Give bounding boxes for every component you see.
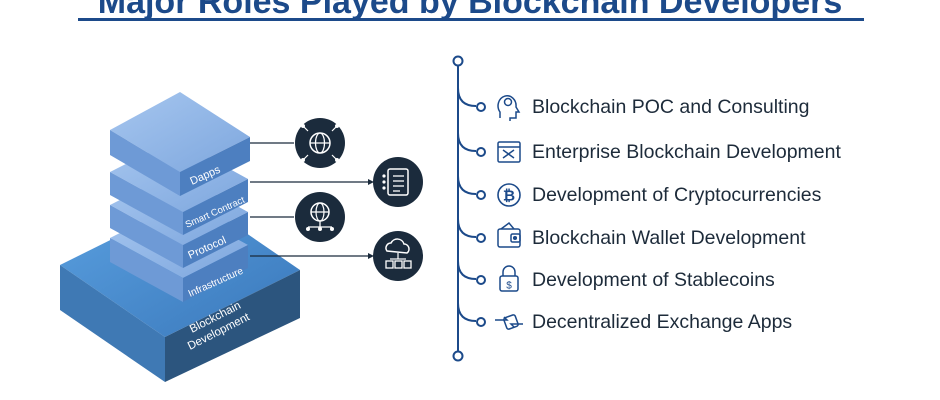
network-globe-icon <box>295 192 345 242</box>
layer-dapps <box>110 92 250 196</box>
svg-text:$: $ <box>506 281 512 292</box>
role-label-poc-consulting: Blockchain POC and Consulting <box>532 96 810 118</box>
timeline-branches <box>457 87 486 327</box>
page-title: Major Roles Played by Blockchain Develop… <box>97 0 843 21</box>
lock-dollar-icon: $ <box>499 265 519 292</box>
cloud-nodes-icon <box>373 231 423 281</box>
svg-text:₿: ₿ <box>503 188 515 205</box>
document-list-icon <box>373 157 423 207</box>
role-label-enterprise-development: Enterprise Blockchain Development <box>532 141 841 163</box>
role-label-exchange-apps: Decentralized Exchange Apps <box>532 311 793 333</box>
wallet-icon <box>497 221 521 248</box>
exchange-icon <box>495 314 523 330</box>
role-label-cryptocurrencies: Development of Cryptocurrencies <box>532 184 822 206</box>
role-label-stablecoins: Development of Stablecoins <box>532 269 775 291</box>
globe-network-icon <box>295 118 345 168</box>
role-label-wallet-development: Blockchain Wallet Development <box>532 227 806 249</box>
head-gear-icon <box>497 95 521 121</box>
bitcoin-icon: ₿ <box>497 183 521 207</box>
title-underline <box>78 18 864 21</box>
layer-connectors <box>250 142 374 259</box>
tools-screen-icon <box>497 141 521 163</box>
